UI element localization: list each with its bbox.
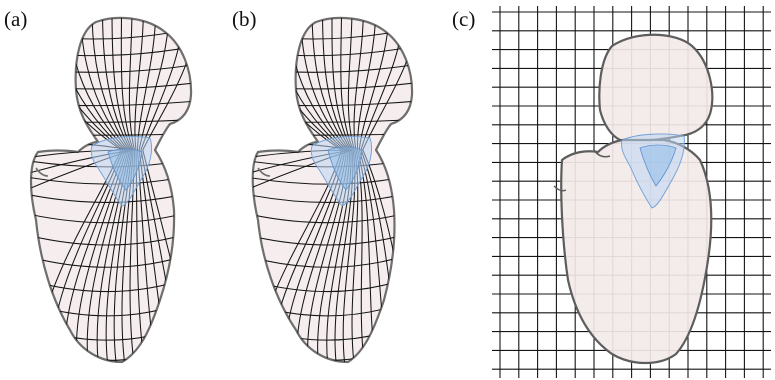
- lower-chamber-c: [560, 138, 713, 364]
- panel-label-a: (a): [4, 7, 27, 31]
- atrial-notch-a: [35, 167, 49, 177]
- atrial-notch-b: [257, 167, 271, 177]
- atrial-notch-c: [593, 149, 611, 158]
- panel-label-c: (c): [452, 7, 475, 31]
- valve-region-a: [90, 135, 153, 207]
- valve-region-c: [621, 133, 685, 209]
- valve-region-b: [310, 135, 373, 207]
- atrial-notch-c2: [553, 185, 567, 192]
- panel-b: (b): [232, 7, 414, 364]
- panel-label-b: (b): [232, 7, 257, 31]
- heart-shape-c: [553, 33, 714, 364]
- panel-a: (a): [4, 7, 193, 364]
- upper-chamber-c: [598, 33, 714, 142]
- panel-c: (c): [452, 6, 771, 378]
